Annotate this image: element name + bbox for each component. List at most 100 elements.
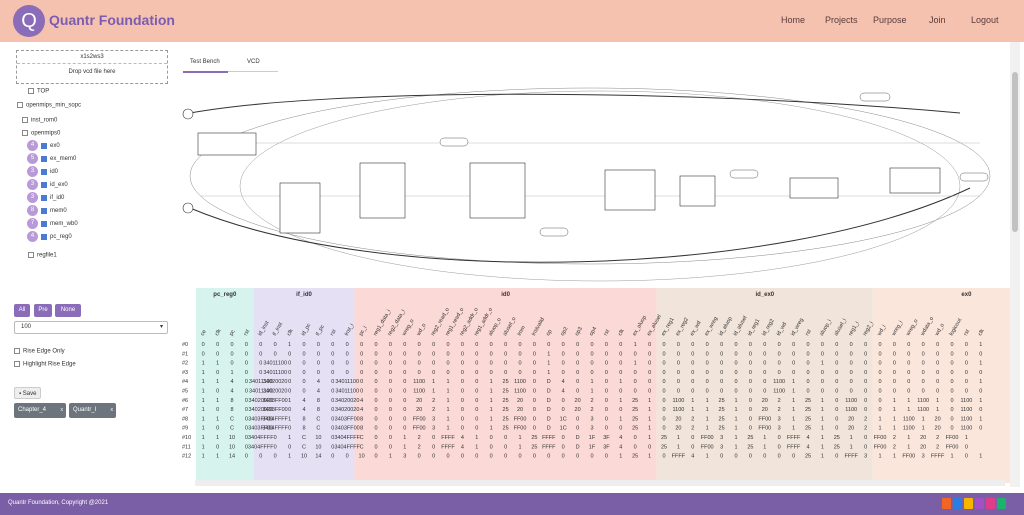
scroll-thumb[interactable] — [1012, 72, 1018, 232]
tree-regfile[interactable]: regfile1 — [28, 252, 57, 259]
checkbox-checked-icon[interactable] — [41, 233, 47, 240]
horizontal-scrollbar[interactable] — [195, 480, 1005, 486]
column-header: rst — [603, 328, 611, 337]
table-cell: 34011100 — [335, 389, 359, 395]
net-node — [439, 137, 469, 147]
save-button[interactable]: ▪ Save — [14, 387, 42, 399]
all-button[interactable]: All — [14, 304, 30, 317]
table-cell: 1 — [490, 426, 493, 432]
tool-icon[interactable] — [975, 498, 984, 509]
table-cell: 0 — [806, 351, 809, 357]
table-cell: 0 — [749, 398, 752, 404]
table-cell: 1100 — [960, 426, 972, 432]
tool-icon[interactable] — [997, 498, 1006, 509]
table-cell: 0 — [245, 379, 248, 385]
tool-icon[interactable] — [953, 498, 962, 509]
highlight-option[interactable]: Highlight Rise Edge — [14, 361, 76, 368]
table-cell: D — [547, 389, 551, 395]
table-cell: 0 — [418, 361, 421, 367]
checkbox-checked-icon[interactable] — [41, 168, 47, 175]
table-cell: 0 — [835, 379, 838, 385]
interval-select[interactable]: 100▾ — [14, 321, 168, 334]
table-cell: 1 — [706, 426, 709, 432]
table-cell: 0 — [893, 342, 896, 348]
module-label: id0 — [50, 169, 59, 176]
table-cell: 3404FFFF — [262, 426, 288, 432]
nav-purpose[interactable]: Purpose — [873, 15, 907, 25]
nav-projects[interactable]: Projects — [825, 15, 858, 25]
none-button[interactable]: None — [55, 304, 81, 317]
table-cell: 0 — [749, 454, 752, 460]
checkbox-checked-icon[interactable] — [41, 194, 47, 201]
tree-soc[interactable]: openmips_min_sopc — [17, 102, 81, 109]
table-cell: 0 — [533, 342, 536, 348]
table-cell: 0 — [245, 407, 248, 413]
pre-button[interactable]: Pre — [34, 304, 52, 317]
checkbox-checked-icon[interactable] — [41, 142, 47, 149]
tree-top[interactable]: TOP — [28, 88, 49, 95]
vcd-dropzone[interactable]: x1s2ws3 Drop vcd file here — [16, 50, 168, 84]
tool-icon[interactable] — [964, 498, 973, 509]
block-id-ex — [604, 169, 656, 211]
rise-edge-option[interactable]: Rise Edge Only — [14, 348, 65, 355]
table-cell: 1 — [907, 435, 910, 441]
checkbox-icon[interactable] — [28, 88, 34, 94]
table-cell: 0 — [245, 370, 248, 376]
checkbox-checked-icon[interactable] — [41, 181, 47, 188]
brand-name[interactable]: Quantr Foundation — [49, 12, 175, 28]
table-cell: 0 — [662, 416, 665, 422]
checkbox-icon[interactable] — [28, 252, 34, 258]
checkbox-checked-icon[interactable] — [41, 220, 47, 227]
tool-icon[interactable] — [942, 498, 951, 509]
table-cell: FF00 — [413, 416, 426, 422]
table-cell: 1 — [446, 398, 449, 404]
nav-join[interactable]: Join — [929, 15, 946, 25]
tab-vcd[interactable]: VCD — [247, 59, 260, 65]
table-cell: 1 — [634, 361, 637, 367]
checkbox-icon[interactable] — [22, 130, 28, 136]
dropzone-code: x1s2ws3 — [17, 51, 167, 64]
table-cell: C — [360, 444, 364, 450]
table-cell: 0 — [389, 361, 392, 367]
table-cell: 2 — [590, 398, 593, 404]
table-cell: 0 — [965, 351, 968, 357]
table-cell: 0 — [374, 398, 377, 404]
table-cell: 0 — [907, 351, 910, 357]
table-cell: FFFF — [542, 435, 556, 441]
quantr-logo[interactable]: Q — [13, 5, 45, 37]
tree-mips[interactable]: openmips0 — [22, 130, 60, 137]
checkbox-checked-icon[interactable] — [41, 207, 47, 214]
tab-test-bench[interactable]: Test Bench — [190, 59, 220, 65]
table-cell: 25 — [531, 435, 537, 441]
table-cell: 0 — [346, 454, 349, 460]
table-cell: 0 — [518, 454, 521, 460]
vertical-scrollbar[interactable] — [1010, 42, 1020, 487]
checkbox-icon[interactable] — [14, 348, 20, 354]
checkbox-icon[interactable] — [17, 102, 23, 108]
table-cell: 0 — [619, 342, 622, 348]
table-cell: 0 — [317, 351, 320, 357]
checkbox-icon[interactable] — [14, 361, 20, 367]
nav-home[interactable]: Home — [781, 15, 806, 25]
table-cell: 1 — [230, 370, 233, 376]
table-cell: 0 — [864, 398, 867, 404]
tree-rom[interactable]: inst_rom0 — [22, 117, 57, 124]
table-cell: 0 — [374, 454, 377, 460]
checkbox-checked-icon[interactable] — [41, 155, 47, 162]
table-cell: 10 — [229, 444, 235, 450]
checkbox-icon[interactable] — [22, 117, 28, 123]
table-cell: 0 — [216, 389, 219, 395]
table-cell: 0 — [504, 342, 507, 348]
tool-icon[interactable] — [986, 498, 995, 509]
nav-logout[interactable]: Logout — [971, 15, 999, 25]
